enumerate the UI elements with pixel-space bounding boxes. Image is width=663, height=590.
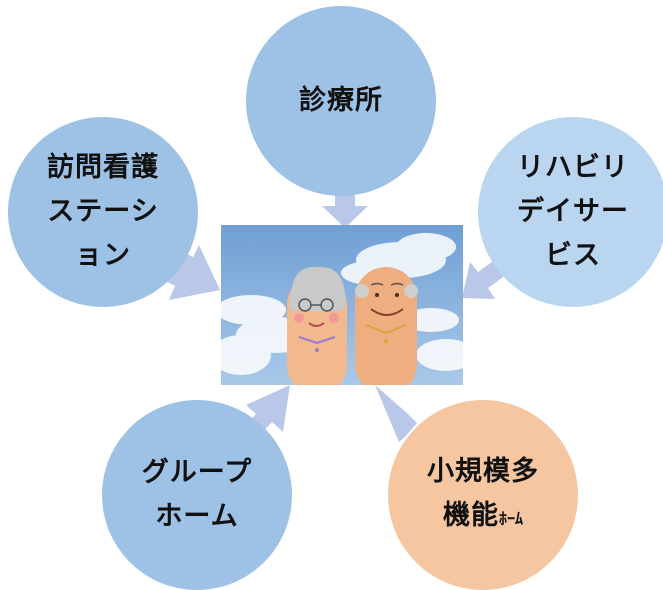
- finger-grandpa: [355, 267, 418, 385]
- node-clinic-label: 診療所: [299, 85, 383, 116]
- node-group-line-2: ホーム: [155, 501, 239, 532]
- node-shokibo-line-1: 小規模多: [427, 455, 539, 487]
- node-clinic: 診療所: [246, 6, 436, 196]
- node-group-line-1: グループ: [141, 457, 253, 488]
- node-station-line-3: ョン: [75, 240, 131, 271]
- node-visiting-nurse-station: 訪問看護 ステーシ ョン: [8, 117, 198, 307]
- node-group-home: グループ ホーム: [102, 400, 292, 590]
- node-rehab-line-3: ビス: [545, 240, 601, 271]
- node-shokibo-line-2-small: ﾎｰﾑ: [498, 508, 523, 528]
- arrow-from-clinic: [322, 186, 368, 228]
- node-shokibo-line-2-main: 機能: [442, 499, 499, 531]
- node-shokibo-line-2: 機能ﾎｰﾑ: [443, 494, 523, 541]
- arrow-from-shokibo: [375, 385, 417, 442]
- node-station-line-1: 訪問看護: [47, 152, 159, 183]
- node-station-line-2: ステーシ: [47, 196, 159, 227]
- center-photo: [221, 225, 463, 385]
- node-rehab-line-2: デイサー: [517, 196, 629, 227]
- node-rehab-line-1: リハビリ: [517, 152, 629, 183]
- finger-grandma: [287, 266, 347, 385]
- node-small-multifunction-home: 小規模多 機能ﾎｰﾑ: [388, 400, 578, 590]
- node-rehab-day-service: リハビリ デイサー ビス: [478, 117, 663, 307]
